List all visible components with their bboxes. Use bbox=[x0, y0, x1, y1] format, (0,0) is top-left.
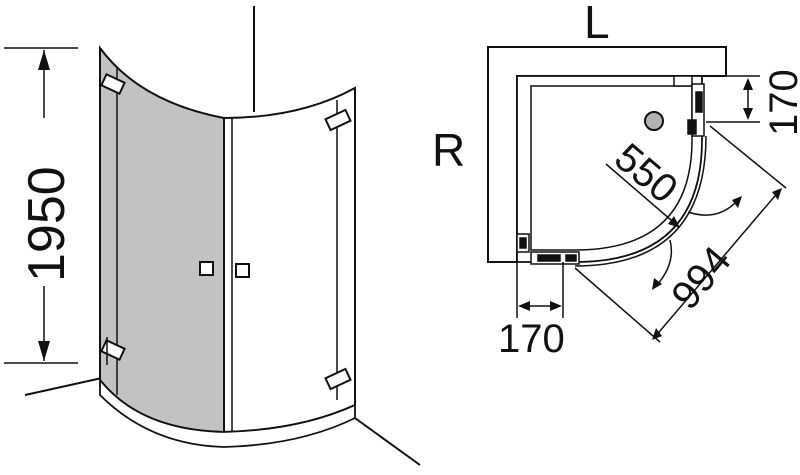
radius-dimension bbox=[605, 163, 680, 228]
bottom-left-hinge-cluster bbox=[516, 233, 580, 265]
height-dimension bbox=[4, 47, 78, 364]
plan-view bbox=[487, 46, 787, 343]
side-panel-left-dimension bbox=[516, 262, 564, 318]
side-panel-left-label: 170 bbox=[498, 317, 565, 361]
left-fixed-glass-panel bbox=[99, 44, 225, 434]
right-door-handle bbox=[235, 263, 250, 278]
curved-glass-line bbox=[574, 135, 707, 267]
drain-icon bbox=[644, 111, 664, 131]
door-swing-arrow-right bbox=[687, 199, 739, 216]
left-door-handle bbox=[199, 261, 214, 276]
left-top-hinge bbox=[100, 73, 126, 95]
door-swing-arrow-left bbox=[655, 239, 673, 287]
height-dimension-label: 1950 bbox=[18, 166, 76, 282]
floor-line-right bbox=[347, 412, 421, 466]
left-wall-label: L bbox=[584, 0, 610, 48]
floor-line-left bbox=[24, 377, 103, 396]
right-top-hinge bbox=[324, 108, 352, 132]
top-right-hinge-cluster bbox=[673, 75, 705, 137]
right-wall-label: R bbox=[432, 124, 465, 176]
diagonal-dimension bbox=[574, 125, 787, 343]
side-panel-right-label: 170 bbox=[762, 69, 800, 136]
perspective-view: 1950 bbox=[4, 6, 421, 466]
side-panel-right-dimension bbox=[706, 75, 760, 123]
shower-tray-base bbox=[99, 377, 356, 448]
right-bottom-hinge bbox=[324, 367, 352, 391]
